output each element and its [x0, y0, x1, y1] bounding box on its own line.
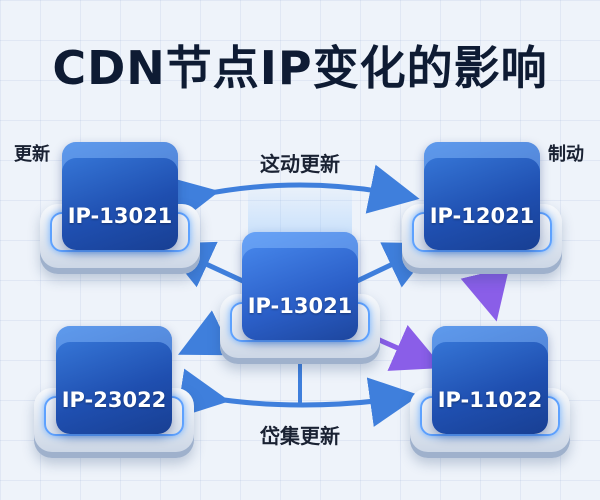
- node-ip-label: IP-13021: [67, 204, 173, 228]
- cube-icon: [424, 142, 540, 250]
- cube-icon: [56, 326, 172, 434]
- label-top-right: 制动: [548, 144, 584, 165]
- node-top-left: IP-13021: [40, 142, 200, 292]
- cube-icon: [62, 142, 178, 250]
- node-bottom-right: IP-11022: [410, 326, 570, 476]
- cube-icon: [432, 326, 548, 434]
- arrow-top-bidirectional: [165, 164, 420, 226]
- arrow-bottom-bidirectional: [176, 368, 420, 427]
- label-bottom-flow: 岱集更新: [260, 424, 340, 448]
- node-top-right: IP-12021: [402, 142, 562, 292]
- node-ip-label: IP-11022: [437, 388, 543, 412]
- node-center: IP-13021: [220, 232, 380, 382]
- label-top-left: 更新: [14, 144, 50, 165]
- node-ip-label: IP-23022: [61, 388, 167, 412]
- node-ip-label: IP-13021: [247, 294, 353, 318]
- node-bottom-left: IP-23022: [34, 326, 194, 476]
- node-ip-label: IP-12021: [429, 204, 535, 228]
- cube-icon: [242, 232, 358, 340]
- page-title: CDN节点IP变化的影响: [52, 41, 548, 95]
